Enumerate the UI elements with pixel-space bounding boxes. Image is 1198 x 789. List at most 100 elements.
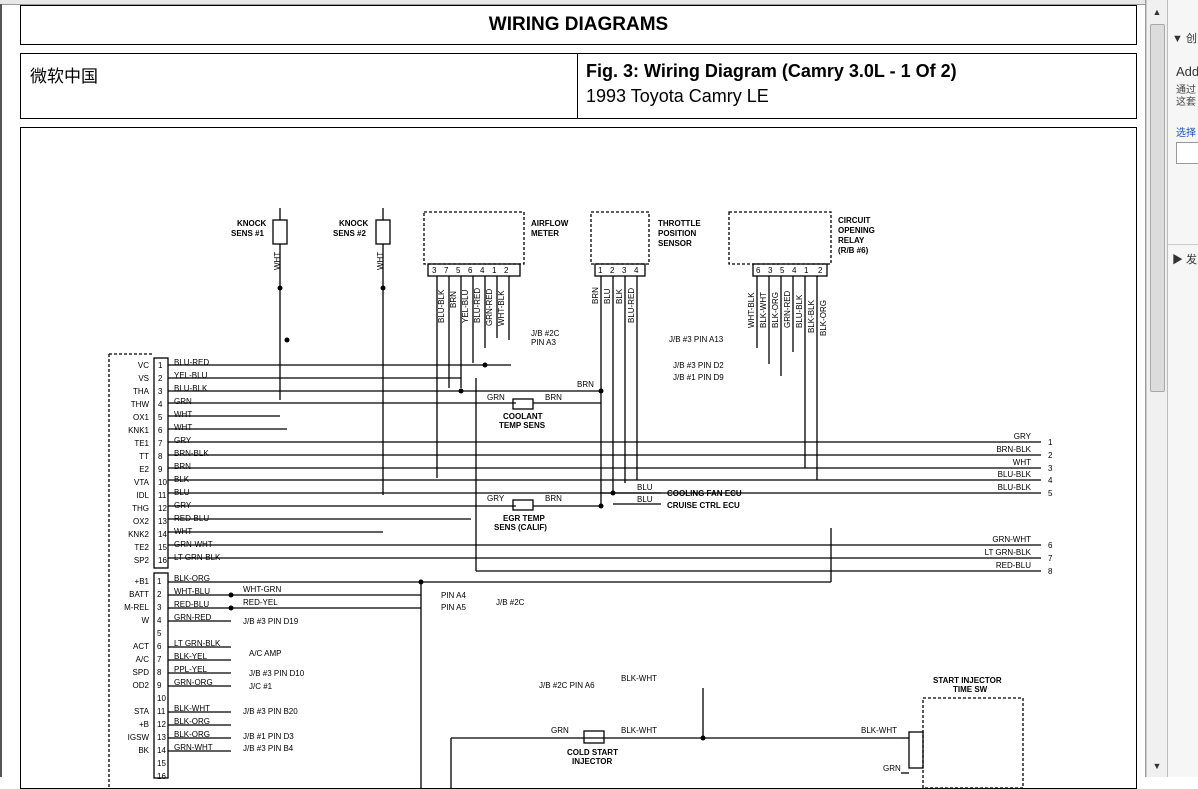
relay-pins: 6 3 5 4 1 2 xyxy=(756,266,823,275)
ecu-pin-name: OX1 xyxy=(133,413,150,422)
throttle-pin: 3 xyxy=(622,266,627,275)
ecu-pin-name: OD2 xyxy=(133,681,150,690)
document-page: WIRING DIAGRAMS 微软中国 Fig. 3: Wiring Diag… xyxy=(0,0,1146,789)
relay-pin: 2 xyxy=(818,266,823,275)
ecu-pin-number: 14 xyxy=(157,746,166,755)
panel-input[interactable] xyxy=(1176,142,1198,164)
ecu-pin-name: +B1 xyxy=(135,577,150,586)
relay-wire: WHT-BLK xyxy=(747,292,756,328)
ecu-wire-label: WHT xyxy=(174,410,192,419)
panel-section-header[interactable]: ▼ 创 xyxy=(1172,33,1197,45)
figure-info-table: 微软中国 Fig. 3: Wiring Diagram (Camry 3.0L … xyxy=(20,53,1137,119)
splice-dots xyxy=(228,285,706,741)
output-wire-label: BLU-BLK xyxy=(998,483,1032,492)
pin-a4-label: PIN A4 xyxy=(441,591,466,600)
cooling-fan-label: COOLING FAN ECU xyxy=(667,489,742,498)
airflow-wire: GRN-RED xyxy=(485,288,494,326)
ecu-pin-number: 11 xyxy=(158,491,167,500)
panel-link[interactable]: 选择 xyxy=(1176,128,1196,139)
ecu-pin-number: 7 xyxy=(158,439,163,448)
panel-section-header-2[interactable]: ▶ 发 xyxy=(1172,254,1198,266)
ecu-pin-number: 12 xyxy=(158,504,167,513)
output-wire-label: BRN-BLK xyxy=(996,445,1031,454)
relay-label-1: CIRCUIT xyxy=(838,216,871,225)
airflow-wire: BLU-BLK xyxy=(437,289,446,323)
ecu-wire-label: BLK xyxy=(174,475,190,484)
ecu-pin-number: 14 xyxy=(158,530,167,539)
output-number: 1 xyxy=(1048,438,1053,447)
scroll-down-arrow-icon[interactable]: ▼ xyxy=(1152,761,1162,771)
relay-pin: 5 xyxy=(780,266,785,275)
blk-wht-label-3: BLK-WHT xyxy=(861,726,897,735)
ecu-pin-name: +B xyxy=(139,720,149,729)
vertical-scrollbar[interactable]: ▲ ▼ xyxy=(1146,0,1167,777)
panel-divider xyxy=(1168,244,1198,245)
jb3-d2-label: J/B #3 PIN D2 xyxy=(673,361,724,370)
airflow-wire: BLU-RED xyxy=(473,288,482,323)
brn-label: BRN xyxy=(577,380,594,389)
ecu-pin-name: THW xyxy=(131,400,150,409)
airflow-pin: 5 xyxy=(456,266,461,275)
relay-wire: GRN-RED xyxy=(783,290,792,328)
ecu-pin-name: VC xyxy=(138,361,149,370)
start-timer-box xyxy=(922,697,1024,788)
ecu-pin-number: 6 xyxy=(158,426,163,435)
ecu-pin-number: 2 xyxy=(158,374,163,383)
egr-sensor-body xyxy=(512,499,534,511)
relay-label-2: OPENING xyxy=(838,226,875,235)
scroll-up-arrow-icon[interactable]: ▲ xyxy=(1152,7,1162,17)
egr-label-1: EGR TEMP xyxy=(503,514,545,523)
throttle-wire-labels: BRN BLU BLK BLU-RED xyxy=(591,287,636,323)
knock-sensor-2-body xyxy=(375,219,391,245)
ecu-pin-name: SP2 xyxy=(134,556,150,565)
ecu-pin-name: BATT xyxy=(129,590,149,599)
jb3-a13-label: J/B #3 PIN A13 xyxy=(669,335,724,344)
panel-description: 通过 这套 xyxy=(1176,85,1196,109)
airflow-label-1: AIRFLOW xyxy=(531,219,569,228)
ecu-pin-name: IDL xyxy=(137,491,150,500)
scroll-thumb[interactable] xyxy=(1150,24,1165,392)
grn-label-3: GRN xyxy=(883,764,901,773)
output-wire-label: BLU-BLK xyxy=(998,470,1032,479)
wiring-diagram-svg: KNOCK SENS #1 KNOCK SENS #2 AIRFLOW METE… xyxy=(108,208,1053,788)
ecu-wire-label: GRN-WHT xyxy=(174,540,213,549)
cold-start-injector-body xyxy=(583,730,605,744)
knock2-wire-label: WHT xyxy=(376,252,385,270)
figure-title: Fig. 3: Wiring Diagram (Camry 3.0L - 1 O… xyxy=(586,61,957,81)
egr-gry-label: GRY xyxy=(487,494,505,503)
knock2-label-2: SENS #2 xyxy=(333,229,366,238)
ecu-pin-number: 15 xyxy=(158,543,167,552)
misc-wire-labels: GRN BRN BRN GRY BRN BLU BLU COOLING FAN … xyxy=(487,380,901,773)
jb3-b20-label: J/B #3 PIN B20 xyxy=(243,707,298,716)
ecu-wire-label: BLK-ORG xyxy=(174,574,210,583)
output-wire-label: WHT xyxy=(1013,458,1031,467)
pin-a5-label: PIN A5 xyxy=(441,603,466,612)
cruise-label: CRUISE CTRL ECU xyxy=(667,501,740,510)
wiring-diagram: KNOCK SENS #1 KNOCK SENS #2 AIRFLOW METE… xyxy=(20,127,1137,789)
output-wires: GRY1BRN-BLK2WHT3BLU-BLK4BLU-BLK5GRN-WHT6… xyxy=(985,432,1053,576)
ecu-pin-number: 16 xyxy=(158,556,167,565)
ecu-pin-number: 12 xyxy=(157,720,166,729)
ecu-pin-number: 13 xyxy=(157,733,166,742)
ecu-pin-number: 6 xyxy=(157,642,162,651)
throttle-wire: BLK xyxy=(615,288,624,304)
airflow-wire-labels: BLU-BLK BRN YEL-BLU BLU-RED GRN-RED WHT-… xyxy=(437,288,506,326)
ecu-wire-label: GRN-WHT xyxy=(174,743,213,752)
throttle-label-1: THROTTLE xyxy=(658,219,701,228)
throttle-label-2: POSITION xyxy=(658,229,696,238)
ecu-pin-number: 9 xyxy=(158,465,163,474)
relay-label-3: RELAY xyxy=(838,236,865,245)
ecu-pin-number: 9 xyxy=(157,681,162,690)
throttle-wire: BLU-RED xyxy=(627,288,636,323)
blk-wht-label-1: BLK-WHT xyxy=(621,674,657,683)
panel-desc-line: 通过 xyxy=(1176,85,1196,96)
ecu-pin-number: 13 xyxy=(158,517,167,526)
diagram-wiring xyxy=(108,208,1041,788)
ecu-wire-label: RED-BLU xyxy=(174,600,209,609)
airflow-connector xyxy=(427,263,521,277)
airflow-pins: 3 7 5 6 4 1 2 xyxy=(432,266,509,275)
coolant-sensor-body xyxy=(512,398,534,410)
throttle-label-3: SENSOR xyxy=(658,239,692,248)
panel-title: Add xyxy=(1176,64,1198,79)
knock1-label-2: SENS #1 xyxy=(231,229,264,238)
